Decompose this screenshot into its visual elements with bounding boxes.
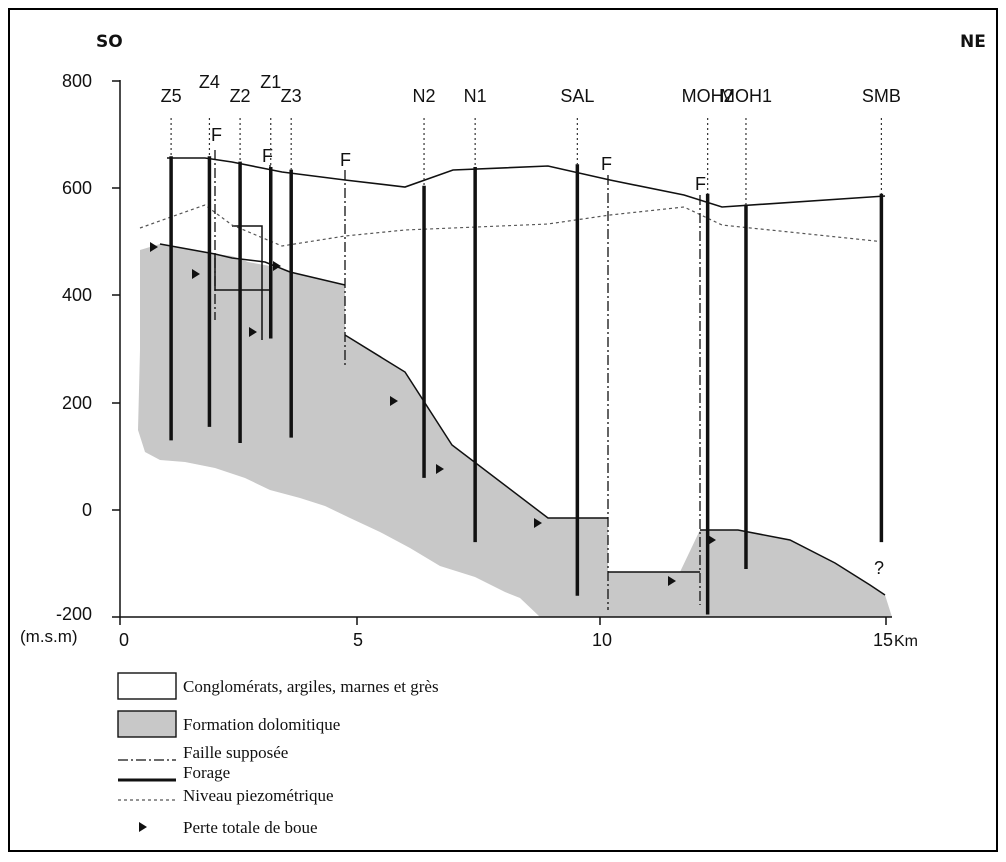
legend: Conglomérats, argiles, marnes et grès Fo… (117, 672, 439, 837)
well-label: MOH2 (682, 86, 734, 106)
well-label: Z4 (199, 72, 220, 92)
well-label: Z5 (161, 86, 182, 106)
x-tick-label: 15 (873, 630, 893, 650)
legend-text: Forage (183, 763, 230, 782)
orientation-left: SO (96, 32, 123, 52)
unknown-marker: ? (874, 558, 884, 578)
dolomitic-formation (138, 244, 892, 617)
piezometric-level (139, 204, 886, 247)
well-label: Z2 (230, 86, 251, 106)
mud-loss-marker (668, 576, 676, 586)
well-label: SMB (862, 86, 901, 106)
mud-loss-markers (150, 242, 716, 586)
legend-text: Formation dolomitique (183, 715, 340, 734)
x-tick-label: 10 (592, 630, 612, 650)
y-axis-unit: (m.s.m) (20, 627, 78, 646)
x-tick-label: 5 (353, 630, 363, 650)
dolomite-top-line (159, 243, 346, 286)
legend-text: Conglomérats, argiles, marnes et grès (183, 677, 439, 696)
well-label: Z3 (281, 86, 302, 106)
fault-label: F (340, 150, 351, 170)
fault-label: F (211, 125, 222, 145)
mud-loss-marker (390, 396, 398, 406)
legend-swatch-conglomerats (117, 672, 177, 700)
fault-label: F (262, 146, 273, 166)
well-label: MOH1 (720, 86, 772, 106)
dolomite-top-line-2 (344, 334, 608, 519)
legend-text: Faille supposée (183, 743, 288, 762)
orientation-right: NE (960, 32, 986, 52)
mud-loss-marker (436, 464, 444, 474)
well-label: N2 (413, 86, 436, 106)
legend-swatch-dolomitique (117, 710, 177, 738)
y-tick-label: 400 (62, 285, 92, 305)
mud-loss-marker (192, 269, 200, 279)
mud-loss-marker (249, 327, 257, 337)
x-axis-ticks (119, 617, 887, 625)
x-tick-label: 0 (119, 630, 129, 650)
mud-loss-marker (273, 261, 281, 271)
legend-text: Niveau piezométrique (183, 786, 334, 805)
y-tick-label: -200 (56, 604, 92, 624)
mud-loss-marker (708, 535, 716, 545)
fault-label: F (601, 154, 612, 174)
mud-loss-marker (534, 518, 542, 528)
well-label: Z1 (260, 72, 281, 92)
y-tick-label: 200 (62, 393, 92, 413)
well-label: SAL (560, 86, 594, 106)
y-tick-label: 800 (62, 71, 92, 91)
topographic-surface (167, 157, 886, 208)
legend-swatch-perte (139, 822, 147, 832)
well-label: N1 (464, 86, 487, 106)
y-tick-label: 600 (62, 178, 92, 198)
fault-label: F (695, 174, 706, 194)
dolomite-top-line-4 (700, 529, 886, 596)
x-axis-unit: Km (894, 633, 918, 650)
legend-text: Perte totale de boue (183, 818, 318, 837)
mud-loss-marker (150, 242, 158, 252)
y-axis-ticks (112, 80, 120, 618)
block-z2-z1 (232, 225, 263, 340)
y-tick-label: 0 (82, 500, 92, 520)
